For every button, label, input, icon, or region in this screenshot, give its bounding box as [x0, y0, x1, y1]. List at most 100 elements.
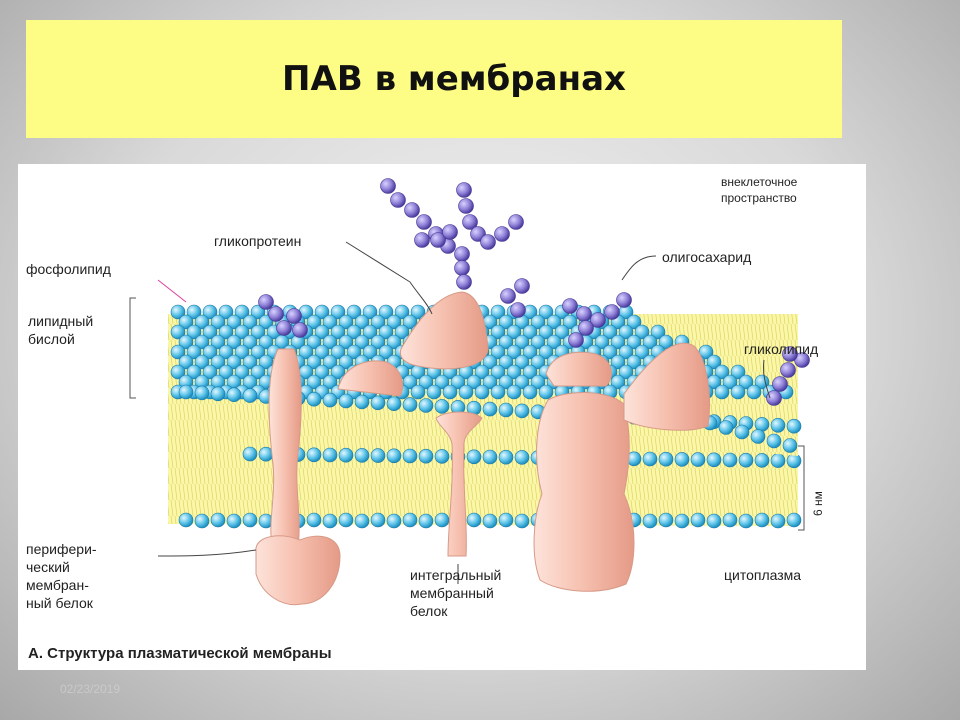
lipid-head	[242, 334, 258, 350]
sugar-bead	[508, 214, 524, 230]
lipid-head	[482, 449, 498, 465]
lipid-head	[250, 304, 266, 320]
lipid-head	[306, 512, 322, 528]
lipid-head	[482, 513, 498, 529]
label-phospholipid: фосфолипид	[26, 261, 111, 277]
lipid-head	[194, 513, 210, 529]
lipid-head	[194, 314, 210, 330]
lipid-head	[514, 374, 530, 390]
lipid-head	[498, 374, 514, 390]
lipid-head	[170, 324, 186, 340]
peripheral-protein	[255, 348, 341, 606]
lipid-head	[466, 512, 482, 528]
label-lipid-bilayer-1: липидный	[28, 313, 93, 329]
lipid-head	[706, 452, 722, 468]
lipid-head	[642, 513, 658, 529]
sugar-bead	[390, 192, 406, 208]
lipid-head	[322, 314, 338, 330]
lipid-head	[402, 314, 418, 330]
lipid-head	[218, 304, 234, 320]
label-thickness: 6 нм	[811, 491, 825, 516]
lipid-head	[490, 324, 506, 340]
lipid-head	[354, 334, 370, 350]
sugar-bead	[772, 376, 788, 392]
lipid-head	[242, 446, 258, 462]
lipid-head	[786, 512, 802, 528]
lipid-head	[514, 513, 530, 529]
slide-date: 02/23/2019	[60, 682, 121, 696]
lipid-head	[234, 304, 250, 320]
lipid-head	[426, 384, 442, 400]
lipid-head	[634, 324, 650, 340]
lipid-head	[554, 324, 570, 340]
lipid-head	[362, 344, 378, 360]
lipid-head	[738, 452, 754, 468]
lipid-head	[418, 448, 434, 464]
lipid-head	[402, 374, 418, 390]
lipid-head	[690, 452, 706, 467]
lipid-head	[178, 354, 194, 370]
lipid-head	[234, 324, 250, 340]
lipid-head	[186, 344, 202, 360]
lipid-head	[498, 314, 514, 330]
lipid-head	[322, 354, 338, 370]
lipid-head	[394, 304, 410, 320]
lipid-head	[370, 314, 386, 330]
sugar-bead	[456, 274, 472, 290]
lipid-head	[186, 364, 202, 380]
lipid-head	[782, 438, 798, 453]
lipid-head	[434, 449, 450, 464]
sugar-bead	[416, 214, 432, 230]
lipid-head	[410, 384, 426, 400]
lipid-head	[618, 324, 634, 340]
label-peripheral-3: мембран-	[26, 577, 89, 593]
leader-oligosaccharide	[621, 255, 657, 281]
lipid-head	[714, 384, 730, 400]
lipid-head	[338, 447, 354, 463]
lipid-head	[730, 384, 746, 400]
lipid-head	[466, 449, 482, 465]
lipid-head	[770, 453, 786, 468]
lipid-head	[754, 453, 770, 468]
sugar-bead	[404, 202, 420, 218]
lipid-head	[218, 364, 234, 380]
lipid-head	[234, 364, 250, 380]
lipid-head	[498, 334, 514, 350]
lipid-head	[734, 424, 750, 440]
label-glycoprotein: гликопротеин	[214, 233, 301, 249]
lipid-head	[522, 364, 538, 380]
label-integral-3: белок	[410, 603, 448, 619]
lipid-head	[766, 433, 782, 449]
lipid-head	[610, 354, 626, 370]
half-embedded-protein-left	[337, 360, 404, 397]
lipid-head	[218, 324, 234, 340]
lipid-head	[194, 334, 210, 350]
lipid-head	[722, 374, 738, 390]
lipid-head	[306, 354, 322, 370]
lipid-head	[498, 449, 514, 465]
lipid-head	[514, 403, 530, 419]
lipid-head	[306, 447, 322, 463]
lipid-head	[378, 304, 394, 320]
membrane-figure: внеклеточное пространство гликопротеин о…	[18, 164, 866, 670]
lipid-head	[314, 344, 330, 360]
lipid-head	[386, 513, 402, 529]
lipid-head	[306, 314, 322, 330]
lipid-head	[370, 448, 386, 463]
lipid-head	[210, 512, 226, 528]
lipid-head	[338, 314, 354, 330]
lipid-head	[714, 364, 730, 380]
lipid-head	[618, 344, 634, 360]
label-extracellular-1: внеклеточное	[721, 175, 798, 189]
label-peripheral-4: ный белок	[26, 595, 94, 611]
lipid-head	[730, 364, 746, 380]
label-peripheral-1: перифери-	[26, 541, 97, 557]
lipid-head	[210, 354, 226, 370]
lipid-head	[314, 364, 330, 380]
sugar-bead	[510, 302, 526, 318]
lipid-head	[546, 314, 562, 330]
lipid-head	[258, 314, 274, 330]
lipid-head	[226, 387, 242, 402]
oligosaccharide-chains	[258, 178, 810, 406]
lipid-head	[538, 304, 554, 320]
